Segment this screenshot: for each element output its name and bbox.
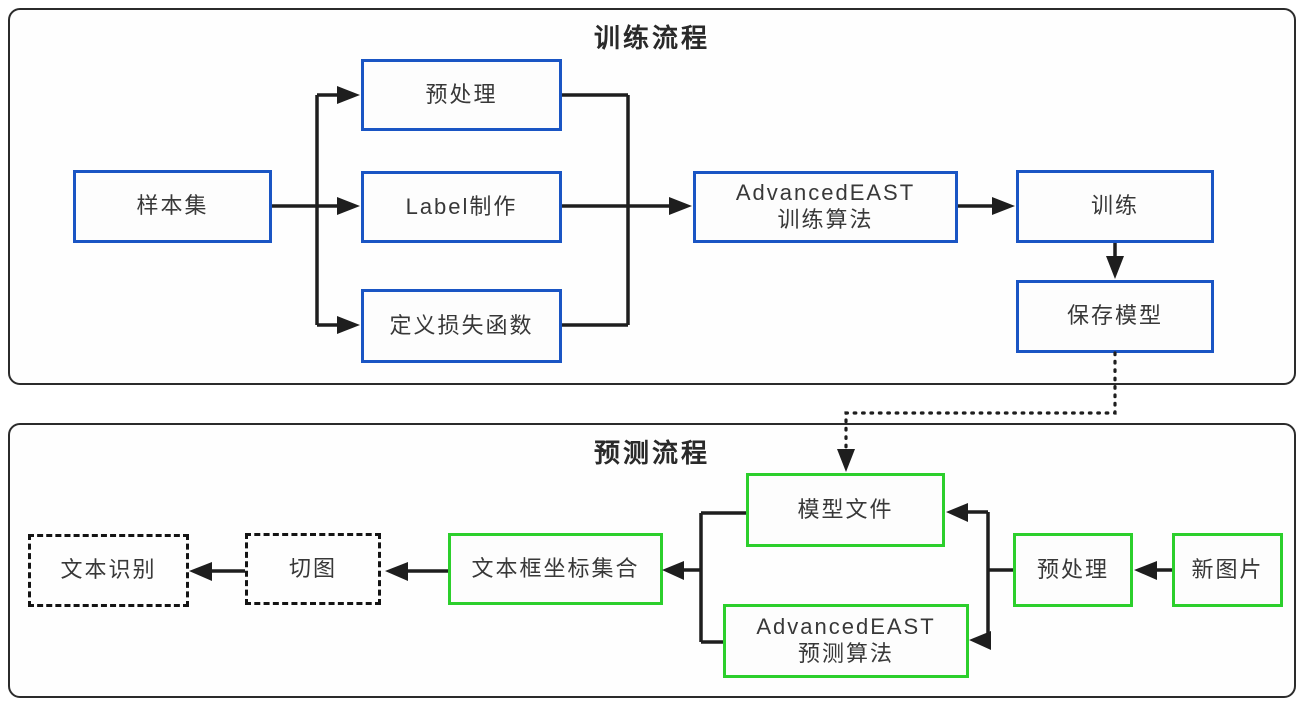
node-sample-set: 样本集 — [73, 170, 272, 243]
node-predict-algorithm: AdvancedEAST 预测算法 — [723, 604, 969, 678]
node-model-file-label: 模型文件 — [797, 496, 894, 522]
node-text-recognition: 文本识别 — [28, 534, 189, 607]
node-predict-algorithm-sub: 预测算法 — [797, 641, 894, 666]
node-loss-function-label: 定义损失函数 — [389, 312, 534, 338]
node-new-image-label: 新图片 — [1191, 556, 1264, 582]
node-train: 训练 — [1016, 170, 1214, 243]
node-train-algorithm: AdvancedEAST 训练算法 — [693, 171, 958, 243]
node-train-label: 训练 — [1090, 193, 1139, 219]
training-panel-title: 训练流程 — [593, 23, 710, 53]
node-predict-preprocess: 预处理 — [1013, 533, 1133, 607]
node-predict-preprocess-label: 预处理 — [1036, 556, 1109, 582]
node-save-model-label: 保存模型 — [1066, 303, 1163, 329]
node-predict-algorithm-name: AdvancedEAST — [756, 614, 936, 640]
node-label-making-label: Label制作 — [405, 193, 518, 219]
node-textbox-coords-label: 文本框坐标集合 — [471, 555, 640, 581]
node-save-model: 保存模型 — [1016, 280, 1214, 353]
node-train-algorithm-sub: 训练算法 — [777, 207, 874, 232]
node-loss-function: 定义损失函数 — [361, 289, 562, 363]
node-crop-image-label: 切图 — [288, 555, 337, 581]
node-train-preprocess-label: 预处理 — [425, 81, 498, 107]
node-label-making: Label制作 — [361, 171, 562, 243]
node-new-image: 新图片 — [1172, 533, 1283, 607]
node-sample-set-label: 样本集 — [136, 193, 209, 219]
node-textbox-coords: 文本框坐标集合 — [448, 533, 663, 605]
node-train-algorithm-name: AdvancedEAST — [735, 180, 916, 206]
node-train-preprocess: 预处理 — [361, 59, 562, 131]
node-crop-image: 切图 — [245, 533, 381, 605]
prediction-panel-title: 预测流程 — [593, 438, 710, 468]
node-text-recognition-label: 文本识别 — [60, 557, 157, 583]
node-model-file: 模型文件 — [746, 473, 945, 547]
